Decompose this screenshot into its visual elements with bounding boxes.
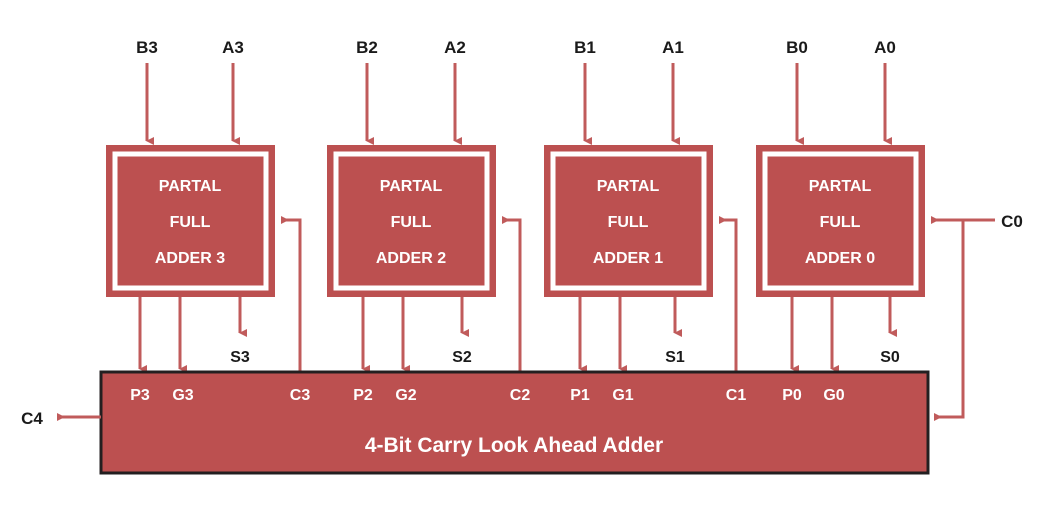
input-label-a0: A0 <box>874 38 896 57</box>
adder-2-body <box>327 145 496 297</box>
adder-2-inner-border <box>333 151 490 291</box>
input-label-a3: A3 <box>222 38 244 57</box>
adder-2-line1: PARTAL <box>380 178 443 195</box>
adder-3-body <box>106 145 275 297</box>
carry-out-label-c4: C4 <box>21 409 43 428</box>
sum-label-s2: S2 <box>452 349 472 366</box>
adder-3-line3: ADDER 3 <box>155 250 225 267</box>
adder-1-body <box>544 145 713 297</box>
bar-label-g1: G1 <box>612 387 633 404</box>
sum-output-labels: S3 S2 S1 S0 <box>230 349 900 366</box>
bar-label-p3: P3 <box>130 387 150 404</box>
sum-label-s0: S0 <box>880 349 900 366</box>
bar-label-g0: G0 <box>823 387 844 404</box>
sum-label-s1: S1 <box>665 349 685 366</box>
input-label-a2: A2 <box>444 38 466 57</box>
partial-full-adder-3[interactable]: PARTAL FULL ADDER 3 <box>106 145 275 297</box>
adder-3-inner-border <box>112 151 269 291</box>
bar-label-c2: C2 <box>510 387 531 404</box>
adder-0-line1: PARTAL <box>809 178 872 195</box>
sum-label-s3: S3 <box>230 349 250 366</box>
top-input-labels: B3 A3 B2 A2 B1 A1 B0 A0 <box>136 38 896 57</box>
carry-feedback-wires <box>281 216 738 372</box>
adder-1-line1: PARTAL <box>597 178 660 195</box>
partial-full-adder-2[interactable]: PARTAL FULL ADDER 2 <box>327 145 496 297</box>
input-label-b0: B0 <box>786 38 808 57</box>
input-label-a1: A1 <box>662 38 684 57</box>
cla-bar-title: 4-Bit Carry Look Ahead Adder <box>365 434 663 457</box>
adder-output-wires <box>138 297 897 373</box>
input-label-b1: B1 <box>574 38 596 57</box>
bar-label-g3: G3 <box>172 387 193 404</box>
adder-2-line3: ADDER 2 <box>376 250 446 267</box>
bar-label-g2: G2 <box>395 387 416 404</box>
bar-label-p2: P2 <box>353 387 373 404</box>
adder-3-line2: FULL <box>170 214 211 231</box>
bar-label-p0: P0 <box>782 387 802 404</box>
top-input-arrows <box>145 63 892 145</box>
carry-look-ahead-adder-block[interactable]: 4-Bit Carry Look Ahead Adder P3 G3 C3 P2… <box>99 370 930 475</box>
wire-c0-to-bar <box>934 220 965 421</box>
adder-0-line3: ADDER 0 <box>805 250 875 267</box>
partial-full-adder-0[interactable]: PARTAL FULL ADDER 0 <box>756 145 925 297</box>
bar-label-c1: C1 <box>726 387 747 404</box>
cla-bar-body <box>99 370 930 475</box>
adder-3-line1: PARTAL <box>159 178 222 195</box>
partial-full-adder-1[interactable]: PARTAL FULL ADDER 1 <box>544 145 713 297</box>
input-label-b3: B3 <box>136 38 158 57</box>
wire-c2-feedback <box>502 216 522 372</box>
carry-in-label-c0: C0 <box>1001 212 1023 231</box>
carry-out-c4: C4 <box>21 409 101 428</box>
carry-in-c0: C0 <box>931 212 1023 421</box>
wire-c1-feedback <box>719 216 738 372</box>
adder-1-line3: ADDER 1 <box>593 250 663 267</box>
adder-0-line2: FULL <box>820 214 861 231</box>
bar-label-p1: P1 <box>570 387 590 404</box>
adder-0-inner-border <box>762 151 919 291</box>
adder-0-body <box>756 145 925 297</box>
bar-label-c3: C3 <box>290 387 311 404</box>
adder-1-line2: FULL <box>608 214 649 231</box>
wire-c3-feedback <box>281 216 302 372</box>
adder-2-line2: FULL <box>391 214 432 231</box>
adder-1-inner-border <box>550 151 707 291</box>
input-label-b2: B2 <box>356 38 378 57</box>
